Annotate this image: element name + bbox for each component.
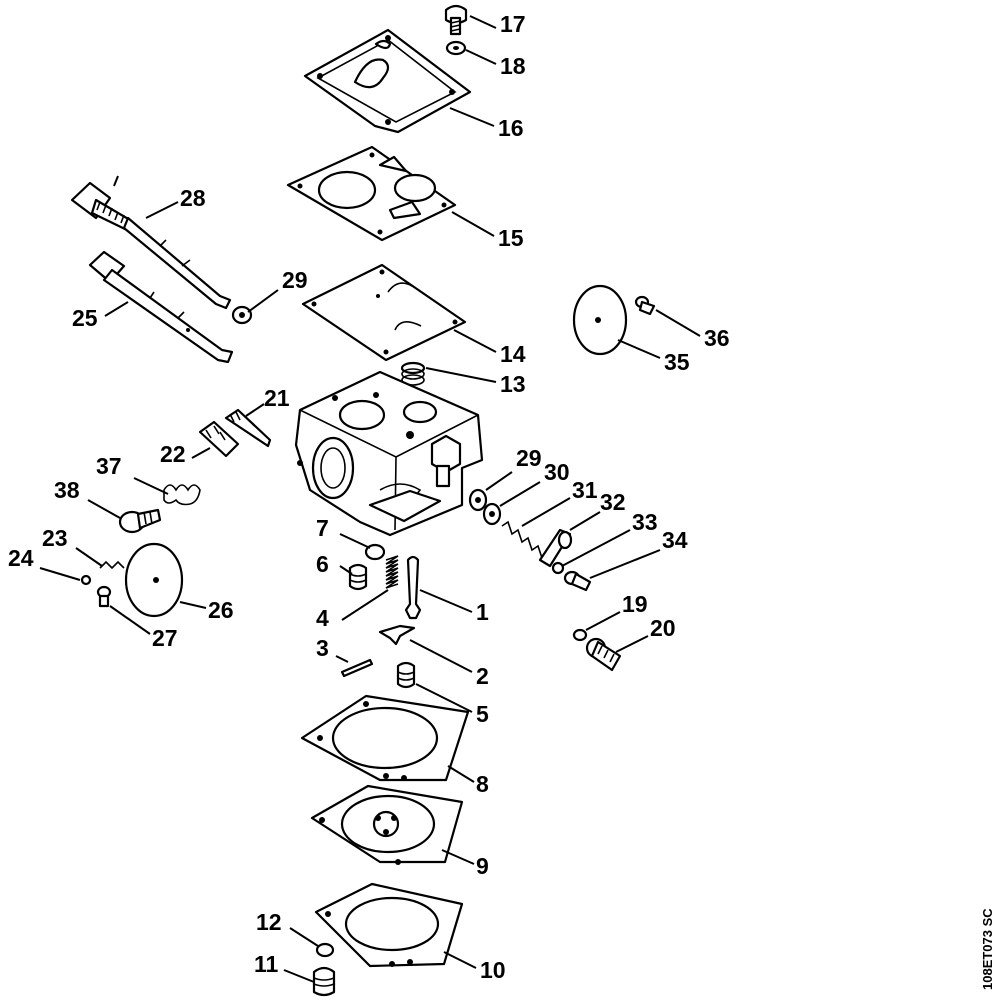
callout-36: 36 bbox=[704, 325, 730, 351]
part-22-valve bbox=[198, 420, 240, 458]
callout-23: 23 bbox=[42, 525, 68, 551]
callout-35: 35 bbox=[664, 349, 690, 375]
part-2-lever bbox=[378, 624, 416, 646]
callout-2: 2 bbox=[476, 663, 489, 689]
callout-22: 22 bbox=[160, 441, 186, 467]
callout-15: 15 bbox=[498, 225, 524, 251]
callout-16: 16 bbox=[498, 115, 524, 141]
callout-33: 33 bbox=[632, 509, 658, 535]
callout-17: 17 bbox=[500, 11, 526, 37]
callout-25: 25 bbox=[72, 305, 98, 331]
part-11-screw bbox=[312, 966, 336, 997]
callout-18: 18 bbox=[500, 53, 526, 79]
part-34-screw bbox=[563, 570, 592, 592]
part-37-spring bbox=[163, 484, 201, 506]
part-29-washer-left bbox=[231, 305, 253, 325]
leader-lines bbox=[39, 15, 701, 983]
callout-3: 3 bbox=[316, 635, 329, 661]
part-14-membrane bbox=[301, 263, 467, 362]
part-5-screw bbox=[396, 661, 416, 689]
callout-13: 13 bbox=[500, 371, 526, 397]
part-35-cover-disc bbox=[572, 284, 628, 356]
callout-8: 8 bbox=[476, 771, 489, 797]
part-36-screw bbox=[634, 295, 656, 316]
part-24-ball bbox=[80, 574, 92, 586]
part-38-screw bbox=[118, 508, 162, 534]
part-12-washer bbox=[315, 942, 335, 958]
part-7-plug bbox=[364, 543, 386, 561]
part-10-gasket bbox=[314, 882, 464, 968]
part-4-spring bbox=[385, 555, 399, 589]
part-9-pump-diaphragm bbox=[310, 784, 464, 865]
callout-26: 26 bbox=[208, 597, 234, 623]
part-13-spring bbox=[400, 361, 426, 386]
callout-37: 37 bbox=[96, 453, 122, 479]
part-16-cover bbox=[303, 28, 472, 134]
callout-24: 24 bbox=[8, 545, 34, 571]
callout-14: 14 bbox=[500, 341, 526, 367]
callout-29-left: 29 bbox=[282, 267, 308, 293]
part-25-adjusting-screw bbox=[88, 250, 234, 364]
callout-20: 20 bbox=[650, 615, 676, 641]
callout-10: 10 bbox=[480, 957, 506, 983]
callout-28: 28 bbox=[180, 185, 206, 211]
callout-31: 31 bbox=[572, 477, 598, 503]
part-23-spring bbox=[99, 560, 125, 570]
callout-9: 9 bbox=[476, 853, 489, 879]
part-32-lever bbox=[538, 528, 573, 568]
part-29-washer-right bbox=[468, 488, 488, 512]
part-17-screw bbox=[444, 4, 468, 36]
callout-4: 4 bbox=[316, 605, 329, 631]
part-27-screw bbox=[96, 585, 112, 608]
callout-5: 5 bbox=[476, 701, 489, 727]
callout-6: 6 bbox=[316, 551, 329, 577]
part-19-washer bbox=[572, 628, 588, 642]
callout-11: 11 bbox=[254, 951, 279, 977]
part-30-washer bbox=[482, 502, 502, 526]
part-28-adjusting-screw bbox=[70, 175, 232, 310]
callout-27: 27 bbox=[152, 625, 178, 651]
part-6-seat bbox=[348, 563, 368, 591]
drawing-code: 108ET073 SC bbox=[980, 908, 995, 990]
part-15-gasket bbox=[286, 145, 457, 242]
part-3-pin bbox=[340, 658, 374, 678]
callout-32: 32 bbox=[600, 489, 626, 515]
callout-1: 1 bbox=[476, 599, 489, 625]
callout-38: 38 bbox=[54, 477, 80, 503]
part-8-gasket bbox=[300, 694, 470, 782]
part-21-needle bbox=[224, 408, 272, 448]
part-1-needle-valve bbox=[404, 555, 422, 620]
callout-34: 34 bbox=[662, 527, 688, 553]
callout-21: 21 bbox=[264, 385, 290, 411]
part-33-washer bbox=[551, 561, 565, 575]
callout-30: 30 bbox=[544, 459, 570, 485]
callout-29-right: 29 bbox=[516, 445, 542, 471]
part-20-screw bbox=[585, 637, 622, 672]
callout-19: 19 bbox=[622, 591, 648, 617]
part-18-washer bbox=[445, 40, 467, 56]
callout-12: 12 bbox=[256, 909, 282, 935]
carburetor-body bbox=[294, 370, 484, 537]
callout-7: 7 bbox=[316, 515, 329, 541]
callout-labels: 17 18 16 15 14 13 28 25 29 21 22 37 38 2… bbox=[8, 11, 730, 983]
part-31-spring bbox=[501, 520, 543, 559]
part-26-cover-disc bbox=[124, 542, 184, 618]
